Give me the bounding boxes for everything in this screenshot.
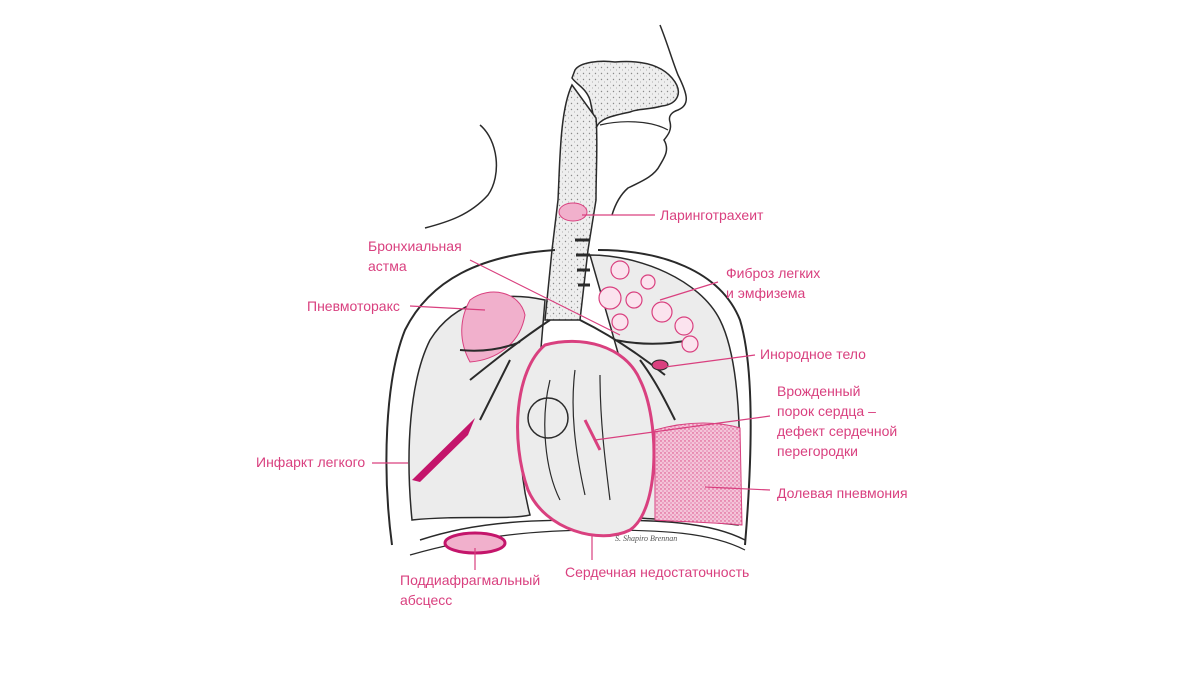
label-fibrosis-emphysema: Фиброз легких и эмфизема bbox=[726, 265, 821, 301]
label-foreign-body: Инородное тело bbox=[760, 346, 866, 362]
label-subphrenic-abscess: Поддиафрагмальный абсцесс bbox=[400, 572, 541, 608]
label-congenital-heart-defect: Врожденный порок сердца – дефект сердечн… bbox=[777, 383, 898, 459]
label-bronchial-asthma: Бронхиальная астма bbox=[368, 238, 462, 274]
leader-lines bbox=[372, 214, 771, 570]
label-lung-infarction: Инфаркт легкого bbox=[256, 454, 366, 470]
bronchi bbox=[459, 319, 691, 421]
lung-infarction bbox=[412, 418, 475, 482]
label-lobar-pneumonia: Долевая пневмония bbox=[777, 485, 908, 501]
label-heart-failure: Сердечная недостаточность bbox=[565, 564, 750, 580]
larynx-lesion bbox=[558, 202, 588, 222]
head-profile bbox=[424, 24, 687, 229]
label-laryngotracheitis: Ларинготрахеит bbox=[660, 207, 764, 223]
nasal-cavity bbox=[571, 60, 680, 131]
foreign-body bbox=[651, 359, 669, 371]
fibrosis-cysts bbox=[598, 260, 699, 353]
lobar-pneumonia-region bbox=[654, 422, 743, 526]
trachea bbox=[544, 83, 598, 321]
heart bbox=[516, 339, 656, 538]
label-pneumothorax: Пневмоторакс bbox=[307, 298, 400, 314]
artist-signature: S. Shapiro Brennan bbox=[615, 534, 678, 543]
